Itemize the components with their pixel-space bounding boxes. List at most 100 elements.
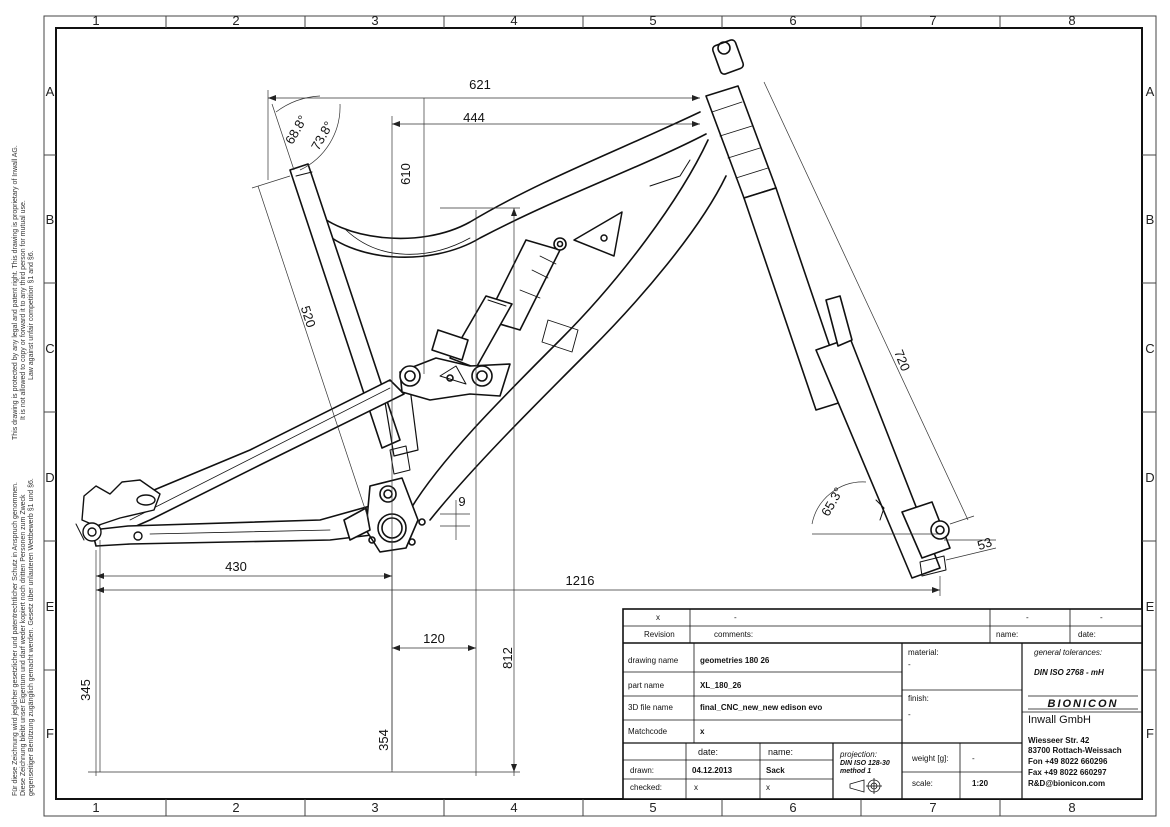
legal-note-en-3: Law against unfair competition §1 and §6… xyxy=(28,250,35,380)
matchcode-value: x xyxy=(700,727,705,736)
grid-row-e: E xyxy=(46,599,55,614)
angle-73-8: 73.8° xyxy=(308,119,336,153)
grid-col-3-bottom: 3 xyxy=(371,800,378,815)
grid-row-f-right: F xyxy=(1146,726,1154,741)
material-label: material: xyxy=(908,648,939,657)
tolerances-value: DIN ISO 2768 - mH xyxy=(1034,668,1104,677)
grid-row-f: F xyxy=(46,726,54,741)
grid-col-2-bottom: 2 xyxy=(232,800,239,815)
revision-name-dash: - xyxy=(1026,613,1029,622)
bike-frame-drawing xyxy=(75,39,951,579)
part-name-value: XL_180_26 xyxy=(700,681,742,690)
grid-row-d-right: D xyxy=(1145,470,1154,485)
file-name-label: 3D file name xyxy=(628,703,673,712)
drawn-label: drawn: xyxy=(630,766,655,775)
dim-444: 444 xyxy=(463,110,485,125)
dimension-arrows xyxy=(96,95,940,772)
drawing-name-value: geometries 180 26 xyxy=(700,656,770,665)
title-block-lines xyxy=(622,608,1143,800)
projection-label: projection: xyxy=(840,750,877,759)
dim-430: 430 xyxy=(225,559,247,574)
legal-note-de-2: Diese Zeichnung bleibt unser Eigentum un… xyxy=(20,494,27,796)
bionicon-logo: BIONICON xyxy=(1028,695,1138,710)
dimension-lines xyxy=(88,81,997,776)
fork xyxy=(743,187,951,579)
name-column-header: name: xyxy=(768,747,794,757)
grid-row-e-right: E xyxy=(1146,599,1155,614)
weight-label: weight [g]: xyxy=(912,754,949,763)
grid-col-7-bottom: 7 xyxy=(929,800,936,815)
grid-row-c: C xyxy=(45,341,54,356)
dim-812: 812 xyxy=(500,647,515,669)
rocker-link xyxy=(399,357,511,401)
legal-note-en-1: This drawing is protected by any legal a… xyxy=(12,145,19,440)
drawing-name-label: drawing name xyxy=(628,656,679,665)
grid-col-1: 1 xyxy=(92,13,99,28)
dim-720: 720 xyxy=(891,347,913,373)
grid-row-b: B xyxy=(46,212,55,227)
weight-value: - xyxy=(972,754,975,763)
grid-col-7: 7 xyxy=(929,13,936,28)
file-name-value: final_CNC_new_new edison evo xyxy=(700,703,823,712)
company-street: Wiesseer Str. 42 xyxy=(1028,736,1090,745)
dim-354: 354 xyxy=(376,729,391,751)
grid-ticks xyxy=(44,16,1156,816)
revision-date-dash: - xyxy=(1100,613,1103,622)
dim-1216: 1216 xyxy=(566,573,595,588)
dim-120: 120 xyxy=(423,631,445,646)
company-phone: Fon +49 8022 660296 xyxy=(1028,757,1108,766)
company-email: R&D@bionicon.com xyxy=(1028,779,1106,788)
angle-68-8: 68.8° xyxy=(282,113,310,147)
date-column-header: date: xyxy=(698,747,719,757)
material-value: - xyxy=(908,660,911,669)
rear-dropout xyxy=(75,479,161,542)
grid-row-b-right: B xyxy=(1146,212,1155,227)
dimension-labels: 621 444 68.8° 73.8° 610 520 720 65.3° 53… xyxy=(78,77,994,751)
dim-9: 9 xyxy=(458,494,465,509)
grid-column-labels-bottom: 1 2 3 4 5 6 7 8 xyxy=(92,800,1075,815)
revision-label: Revision xyxy=(644,630,675,639)
grid-col-6: 6 xyxy=(789,13,796,28)
top-tube xyxy=(311,111,707,259)
outer-frame xyxy=(43,15,1157,817)
logo-text: BIONICON xyxy=(1048,698,1119,710)
head-tube xyxy=(705,39,777,199)
dim-610: 610 xyxy=(398,163,413,185)
shock-mount-plate xyxy=(573,211,623,257)
date-label: date: xyxy=(1078,630,1096,639)
legal-note-de-1: Für diese Zeichnung wird jeglicher geset… xyxy=(12,481,19,796)
drawn-name: Sack xyxy=(766,766,785,775)
grid-col-1-bottom: 1 xyxy=(92,800,99,815)
checked-date: x xyxy=(694,783,698,792)
name-label: name: xyxy=(996,630,1019,639)
down-tube xyxy=(409,139,727,521)
dim-345: 345 xyxy=(78,679,93,701)
grid-col-6-bottom: 6 xyxy=(789,800,796,815)
finish-label: finish: xyxy=(908,694,929,703)
revision-x: x xyxy=(656,613,660,622)
projection-symbol-icon xyxy=(849,778,882,794)
revision-comment-dash: - xyxy=(734,613,737,622)
scale-value: 1:20 xyxy=(972,779,989,788)
dim-621: 621 xyxy=(469,77,491,92)
grid-col-5: 5 xyxy=(649,13,656,28)
grid-col-8: 8 xyxy=(1068,13,1075,28)
drawn-date: 04.12.2013 xyxy=(692,766,733,775)
grid-row-a-right: A xyxy=(1146,84,1155,99)
grid-row-d: D xyxy=(45,470,54,485)
projection-method: method 1 xyxy=(840,768,872,775)
grid-row-c-right: C xyxy=(1145,341,1154,356)
matchcode-label: Matchcode xyxy=(628,727,668,736)
grid-col-8-bottom: 8 xyxy=(1068,800,1075,815)
dim-520: 520 xyxy=(298,304,319,329)
company-city: 83700 Rottach-Weissach xyxy=(1028,746,1122,755)
checked-label: checked: xyxy=(630,783,663,792)
comments-label: comments: xyxy=(714,630,754,639)
finish-value: - xyxy=(908,710,911,719)
company-name: Inwall GmbH xyxy=(1028,714,1091,726)
grid-col-5-bottom: 5 xyxy=(649,800,656,815)
grid-row-labels-right: A B C D E F xyxy=(1145,84,1154,741)
grid-row-labels-left: A B C D E F xyxy=(45,84,54,741)
grid-col-4: 4 xyxy=(510,13,517,28)
